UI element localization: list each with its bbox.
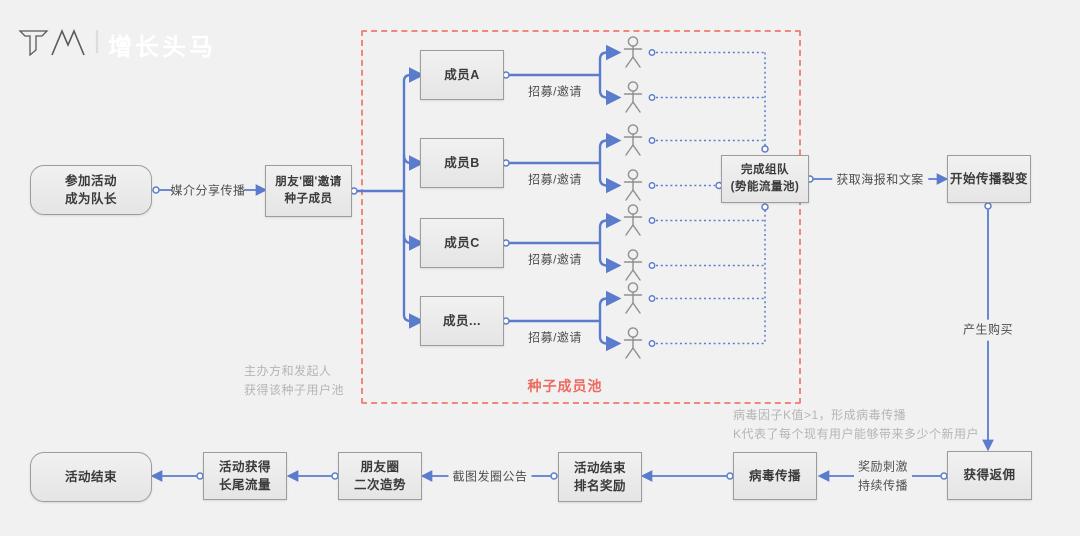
node-complete-team: 完成组队 (势能流量池) xyxy=(721,155,809,203)
seed-pool-title: 种子成员池 xyxy=(527,378,603,394)
edge-label-media-share: 媒介分享传播 xyxy=(170,183,246,198)
node-join-activity: 参加活动 成为队长 xyxy=(30,165,152,215)
note-k-factor-1: 病毒因子K值>1，形成病毒传播 xyxy=(733,408,907,422)
edge-label-recruit: 招募/邀请 xyxy=(528,252,582,267)
node-end-ranking: 活动结束 排名奖励 xyxy=(558,452,642,502)
person-icon xyxy=(623,169,643,201)
node-longtail-traffic: 活动获得 长尾流量 xyxy=(203,452,287,500)
dotted-collectors xyxy=(656,51,766,345)
person-icons xyxy=(623,36,643,359)
edge-label-screenshot-post: 截图发圈公告 xyxy=(448,466,532,488)
node-viral-spread: 病毒传播 xyxy=(733,452,817,500)
person-icon xyxy=(623,282,643,314)
person-icon xyxy=(623,204,643,236)
edge-label-recruit: 招募/邀请 xyxy=(528,172,582,187)
node-invite-seed: 朋友'圈'邀请 种子成员 xyxy=(265,165,352,217)
node-end-activity: 活动结束 xyxy=(30,452,152,502)
note-k-factor-2: K代表了每个现有用户能够带来多少个新用户 xyxy=(733,427,980,441)
brand-logo-mark xyxy=(18,28,99,57)
edge-label-recruit: 招募/邀请 xyxy=(528,84,582,99)
node-member-a: 成员A xyxy=(420,50,504,100)
person-icon xyxy=(623,327,643,359)
person-icon xyxy=(623,81,643,113)
person-icon xyxy=(623,36,643,68)
edge-label-recruit: 招募/邀请 xyxy=(528,330,582,345)
connector-dots xyxy=(152,49,992,480)
node-member-d: 成员... xyxy=(420,296,504,346)
node-member-c: 成员C xyxy=(420,218,504,268)
seed-pool-dashed-frame xyxy=(361,30,801,404)
brand-wordmark: 增长头马 xyxy=(108,34,216,61)
edge-label-reward-loop: 奖励刺激 持续传播 xyxy=(853,456,913,496)
person-icon xyxy=(623,249,643,281)
note-host: 主办方和发起人 获得该种子用户池 xyxy=(244,364,345,398)
trunk-connectors xyxy=(356,44,622,352)
edge-label-get-poster: 获取海报和文案 xyxy=(832,169,928,191)
node-get-rebate: 获得返佣 xyxy=(947,451,1032,500)
node-start-fission: 开始传播裂变 xyxy=(947,155,1031,203)
person-icon xyxy=(623,124,643,156)
node-moments-momentum: 朋友圈 二次造势 xyxy=(338,452,422,500)
edge-label-purchase: 产生购买 xyxy=(958,319,1018,341)
node-member-b: 成员B xyxy=(420,138,504,188)
